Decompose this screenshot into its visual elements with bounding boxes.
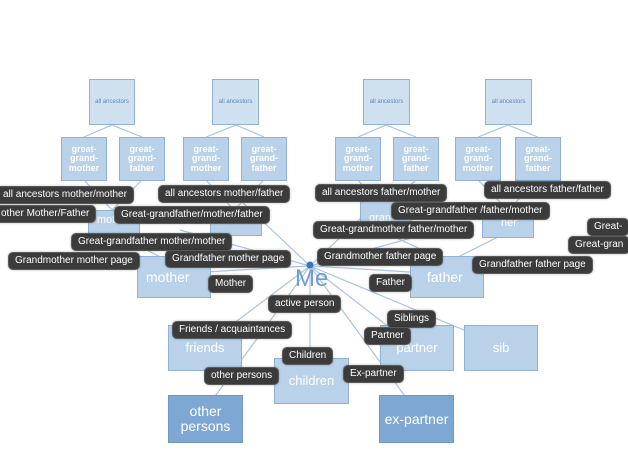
great-grandfather-box[interactable]: great-grand-father bbox=[119, 137, 165, 181]
label-children: Children bbox=[282, 347, 334, 365]
partner-box[interactable]: partner bbox=[380, 325, 454, 371]
label-ex-partner: Ex-partner bbox=[343, 365, 404, 383]
great-grandmother-box[interactable]: great-grand-mother bbox=[455, 137, 501, 181]
great-grandfather-box[interactable]: great-grand-father bbox=[393, 137, 439, 181]
label-all-ancestors-father-mother: all ancestors father/mother bbox=[315, 184, 448, 202]
label-grandmother-mother-page: Grandmother mother page bbox=[8, 252, 140, 270]
all-ancestors-box[interactable]: all ancestors bbox=[485, 79, 532, 125]
label-great-truncated: Great- bbox=[587, 218, 628, 236]
great-grandfather-box[interactable]: great-grand-father bbox=[515, 137, 561, 181]
label-siblings: Siblings bbox=[387, 310, 437, 328]
label-partner: Partner bbox=[364, 327, 411, 345]
label-great-grandfather-father-mother: Great-grandfather /father/mother bbox=[391, 202, 550, 220]
label-other-persons: other persons bbox=[204, 367, 280, 385]
label-all-ancestors-mother-father: all ancestors mother/father bbox=[158, 185, 291, 203]
label-other-mother-father: other Mother/Father bbox=[0, 205, 97, 223]
label-grandmother-father-page: Grandmother father page bbox=[317, 248, 444, 266]
me-node[interactable]: Me bbox=[295, 265, 329, 292]
label-great-grandfather-mother-mother: Great-grandfather mother/mother bbox=[71, 233, 233, 251]
label-mother: Mother bbox=[208, 275, 254, 293]
label-grandfather-mother-page: Grandfather mother page bbox=[165, 250, 292, 268]
label-great-grandmother-father-mother: Great-grandmother father/mother bbox=[313, 221, 475, 239]
great-grandmother-box[interactable]: great-grand-mother bbox=[61, 137, 107, 181]
label-great-grandfather-mother-father: Great-grandfather/mother/father bbox=[114, 206, 270, 224]
all-ancestors-box[interactable]: all ancestors bbox=[363, 79, 410, 125]
great-grandfather-box[interactable]: great-grand-father bbox=[241, 137, 287, 181]
label-active-person: active person bbox=[268, 295, 342, 313]
great-grandmother-box[interactable]: great-grand-mother bbox=[335, 137, 381, 181]
label-all-ancestors-mother-mother: all ancestors mother/mother bbox=[0, 186, 134, 204]
all-ancestors-box[interactable]: all ancestors bbox=[212, 79, 259, 125]
sibling-box[interactable]: sib bbox=[464, 325, 538, 371]
ex-partner-box[interactable]: ex-partner bbox=[379, 395, 454, 443]
great-grandmother-box[interactable]: great-grand-mother bbox=[183, 137, 229, 181]
father-box[interactable]: father bbox=[410, 256, 484, 298]
all-ancestors-box[interactable]: all ancestors bbox=[89, 79, 135, 125]
label-great-gran-truncated: Great-gran bbox=[568, 236, 628, 254]
label-father: Father bbox=[369, 274, 412, 292]
label-grandfather-father-page: Grandfather father page bbox=[472, 256, 593, 274]
children-box[interactable]: children bbox=[274, 358, 349, 404]
label-all-ancestors-father-father: all ancestors father/father bbox=[484, 181, 611, 199]
other-persons-box[interactable]: other persons bbox=[168, 395, 243, 443]
label-friends-acquaintances: Friends / acquaintances bbox=[172, 321, 293, 339]
